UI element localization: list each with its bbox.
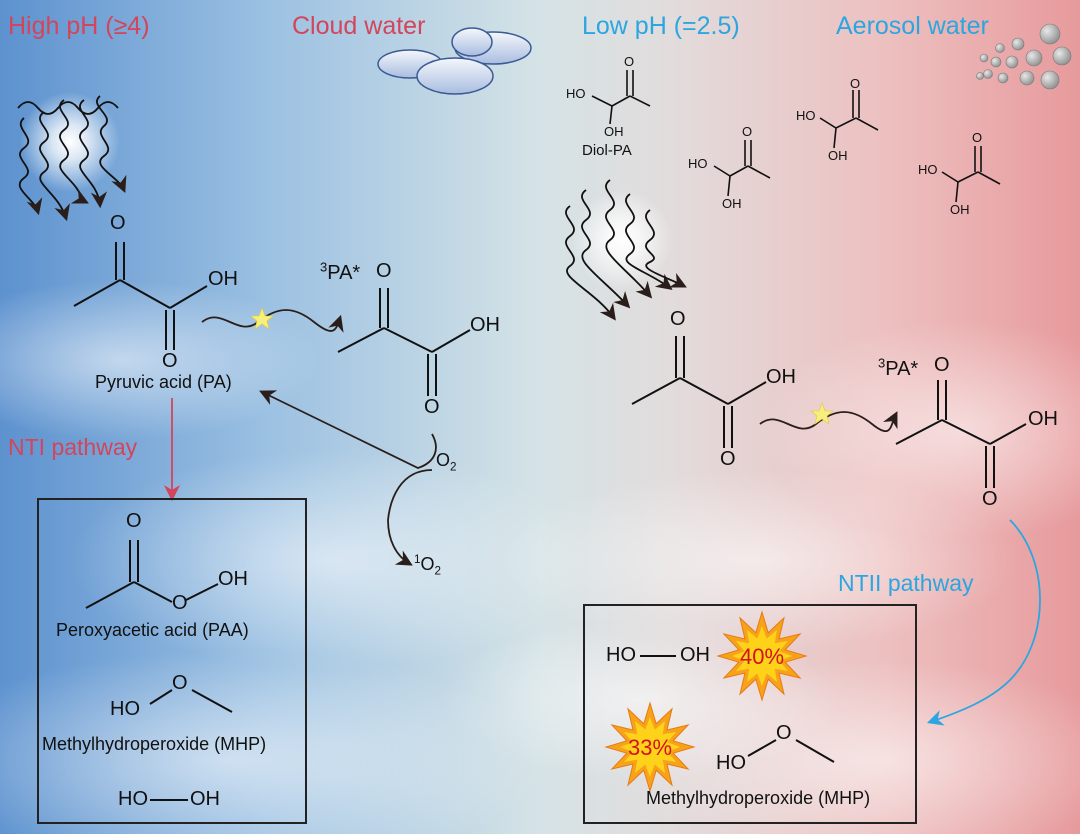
right-phase-header: Aerosol water xyxy=(836,12,989,40)
h2o2-yield: 40% xyxy=(739,644,785,669)
light-waves-right xyxy=(565,179,687,321)
pa-carbonyl-o-left: O xyxy=(110,212,126,234)
singlet-oxygen-arrow xyxy=(387,469,433,566)
triplet-carbonyl-o-left: O xyxy=(376,260,392,282)
pyruvic-acid-structure-right xyxy=(631,336,767,448)
nti-pathway-label: NTI pathway xyxy=(8,434,138,460)
diol3-ho: HO xyxy=(796,108,816,123)
diol1-o: O xyxy=(624,54,635,69)
mhp-yield: 33% xyxy=(627,735,673,760)
triplet-oh-left: OH xyxy=(470,314,500,336)
triplet-superscript: 3 xyxy=(320,259,328,275)
pa-carbonyl-o-right: O xyxy=(670,308,686,330)
diol4-oh: OH xyxy=(950,202,970,217)
right-ph-header: Low pH (=2.5) xyxy=(582,12,740,40)
ntii-products-box xyxy=(583,604,917,824)
h2o2-oh-left: OH xyxy=(190,788,220,810)
mhp-label-right: Methylhydroperoxide (MHP) xyxy=(646,788,871,808)
diol3-oh: OH xyxy=(828,148,848,163)
h2o2-oh-right: OH xyxy=(680,644,710,666)
cloud-icon xyxy=(377,27,532,95)
star-icon-left xyxy=(250,307,274,330)
diol-pa-label: Diol-PA xyxy=(582,142,632,159)
mhp-structure-right xyxy=(747,739,835,763)
diol1-oh: OH xyxy=(604,124,624,139)
triplet-acid-o-left: O xyxy=(424,396,440,418)
singlet-superscript: 1 xyxy=(414,553,421,566)
triplet-pa-structure-left xyxy=(337,288,471,396)
regeneration-arrow xyxy=(259,390,437,469)
mhp-ho-left: HO xyxy=(110,698,140,720)
singlet-text: O xyxy=(420,554,435,574)
mhp-o-right: O xyxy=(776,722,792,744)
yield-burst-33 xyxy=(604,701,696,793)
mhp-o-left: O xyxy=(172,672,188,694)
triplet-text: PA* xyxy=(327,262,361,284)
yield-burst-40 xyxy=(716,610,808,702)
diol-pa-structures xyxy=(591,70,1001,203)
diol2-o: O xyxy=(742,124,753,139)
paa-ether-o: O xyxy=(172,592,188,614)
pa-acid-o-left: O xyxy=(162,350,178,372)
pyruvic-acid-structure-left xyxy=(73,242,208,350)
nti-products-box xyxy=(37,498,307,824)
paa-carbonyl-o: O xyxy=(126,510,142,532)
oxygen-subscript: 2 xyxy=(450,460,457,474)
left-phase-header: Cloud water xyxy=(292,12,426,40)
diol4-ho: HO xyxy=(918,162,938,177)
paa-label: Peroxyacetic acid (PAA) xyxy=(56,620,249,640)
h2o2-ho-left: HO xyxy=(118,788,148,810)
light-waves-left xyxy=(18,95,127,222)
diol3-o: O xyxy=(850,76,861,91)
singlet-oxygen-label: 1O2 xyxy=(414,553,442,578)
ntii-pathway-arrow xyxy=(926,519,1041,726)
excitation-arrow-right xyxy=(759,411,898,432)
mhp-structure-left xyxy=(149,689,233,713)
triplet-superscript-right: 3 xyxy=(878,355,886,371)
triplet-pa-structure-right xyxy=(895,380,1027,488)
mhp-label-left: Methylhydroperoxide (MHP) xyxy=(42,734,267,754)
diol1-ho: HO xyxy=(566,86,586,101)
triplet-oh-right: OH xyxy=(1028,408,1058,430)
triplet-acid-o-right: O xyxy=(982,488,998,510)
paa-oh: OH xyxy=(218,568,248,590)
triplet-pa-label-left: 3PA* xyxy=(320,259,361,285)
aerosol-droplets-icon xyxy=(976,23,1072,90)
singlet-subscript: 2 xyxy=(434,564,442,578)
h2o2-ho-right: HO xyxy=(606,644,636,666)
star-icon-right xyxy=(810,402,834,425)
ntii-pathway-label: NTII pathway xyxy=(838,570,974,596)
paa-structure xyxy=(85,540,219,609)
mhp-ho-right: HO xyxy=(716,752,746,774)
pa-label-left: Pyruvic acid (PA) xyxy=(95,372,232,392)
diol2-ho: HO xyxy=(688,156,708,171)
diol4-o: O xyxy=(972,130,983,145)
triplet-carbonyl-o-right: O xyxy=(934,354,950,376)
pa-oh-right: OH xyxy=(766,366,796,388)
sunlight-icon-left xyxy=(17,92,120,192)
oxygen-label: O2 xyxy=(436,450,457,474)
pa-acid-o-right: O xyxy=(720,448,736,470)
oxygen-text: O xyxy=(436,450,451,470)
diol2-oh: OH xyxy=(722,196,742,211)
triplet-pa-label-right: 3PA* xyxy=(878,355,919,381)
left-ph-header: High pH (≥4) xyxy=(8,12,150,40)
excitation-arrow-left xyxy=(201,309,344,333)
triplet-text-right: PA* xyxy=(885,358,919,380)
pa-oh-left: OH xyxy=(208,268,238,290)
